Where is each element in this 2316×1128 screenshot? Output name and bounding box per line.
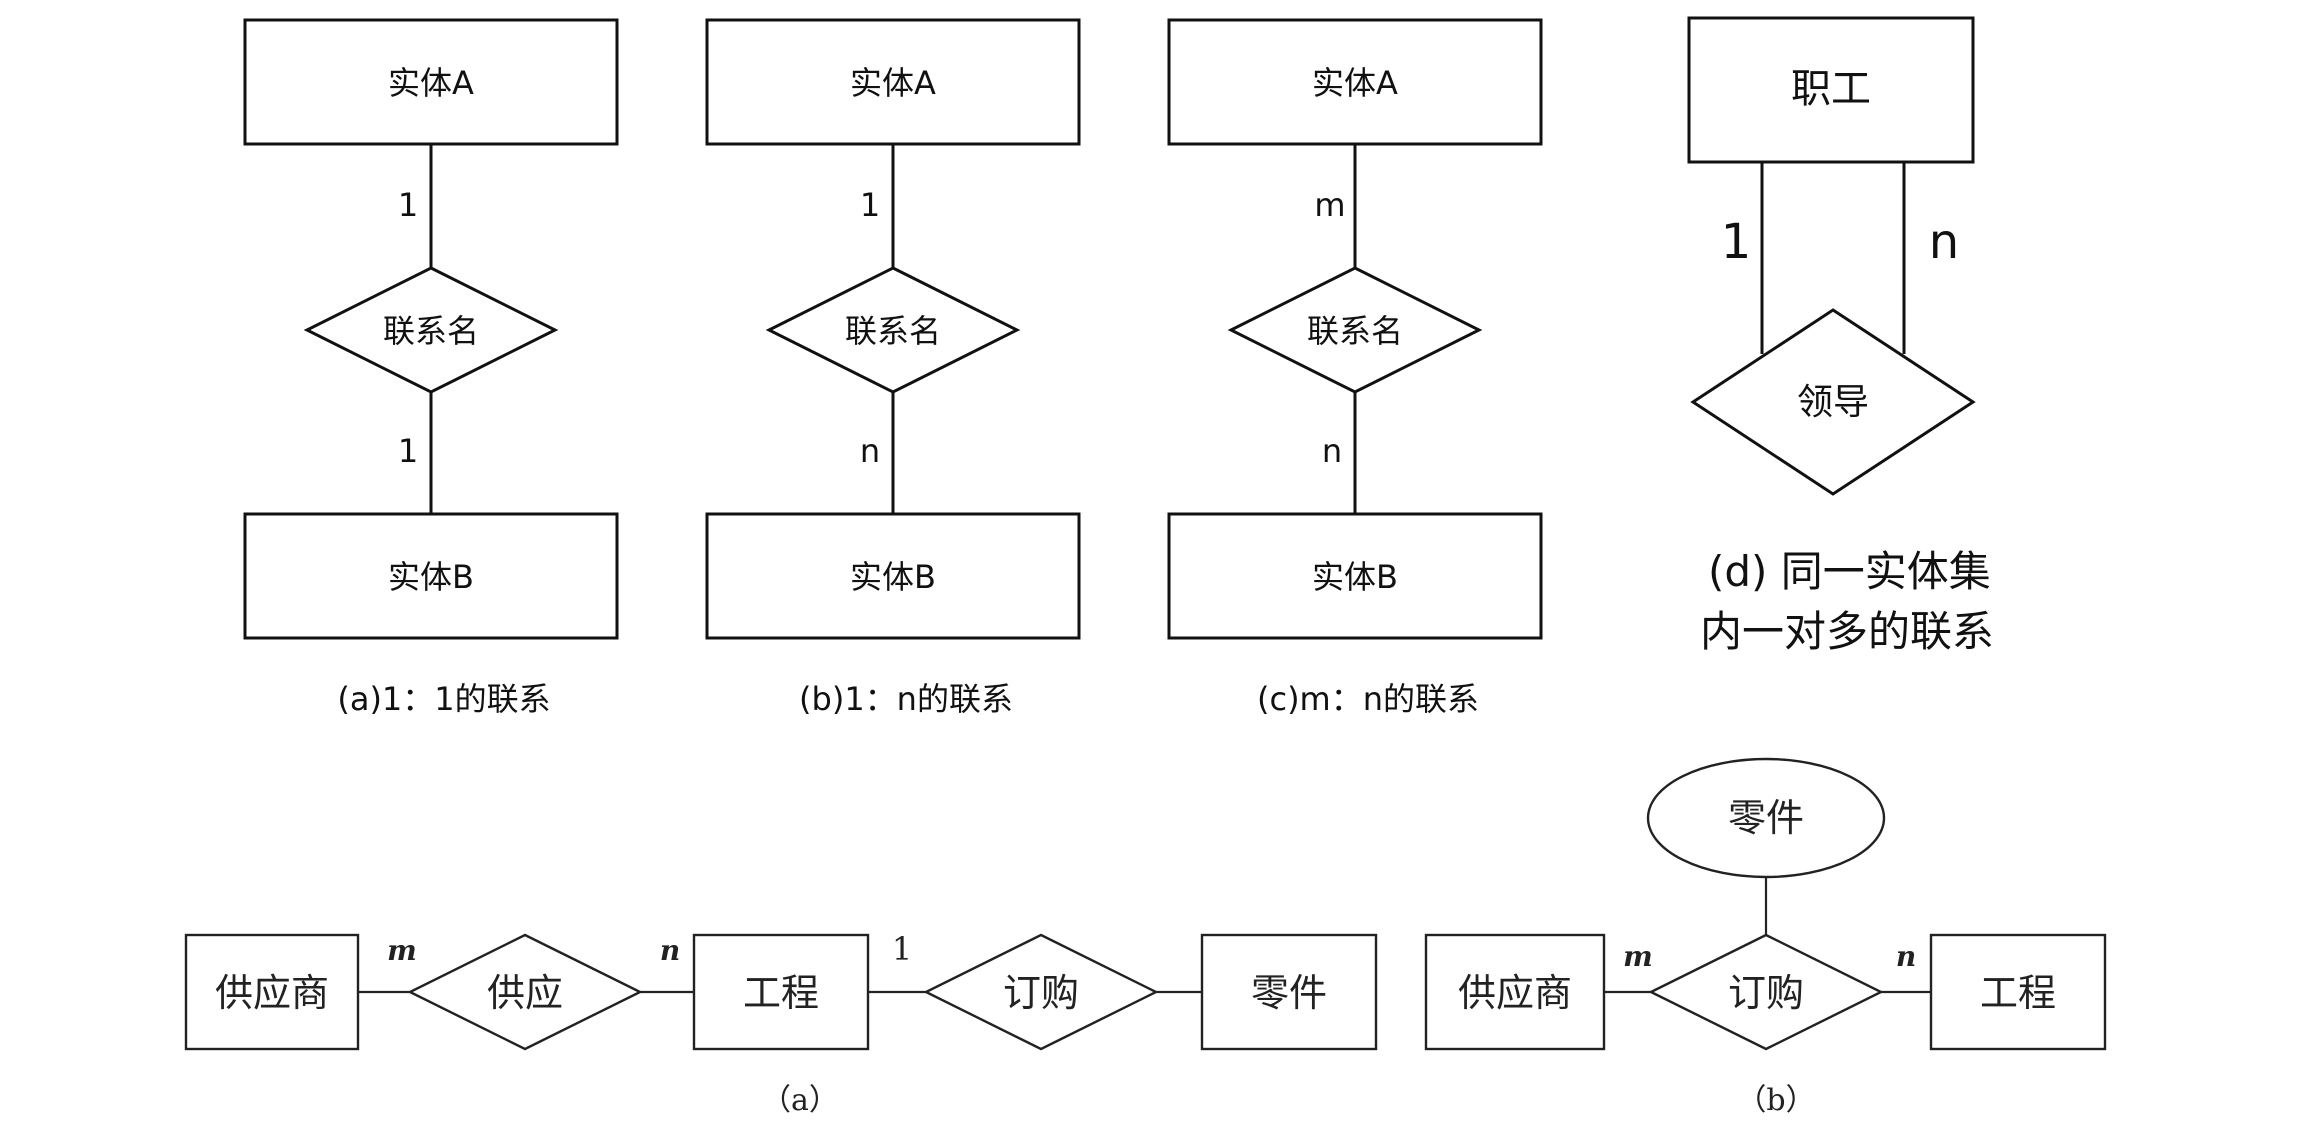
part-entity-box [1200, 933, 1378, 1051]
panel-caption: (b)1：n的联系 [799, 680, 1013, 718]
supply-relationship-label: 供应 [487, 971, 563, 1015]
entity-label: 职工 [1791, 66, 1871, 112]
entity-a-box [1167, 18, 1543, 146]
diagram-caption: （b） [1736, 1083, 1815, 1118]
panel-caption-line-1: (d) 同一实体集 [1708, 547, 1991, 596]
bottom-diagram-b: 零件 供应商 m 订购 n 工程 （b） [1424, 757, 2107, 1118]
bottom-diagram-a: 供应商 m 供应 n 工程 1 订购 零件 （a） [184, 930, 1378, 1118]
cardinality-left: 1 [1721, 214, 1752, 270]
panel-a-one-to-one: 实体A 1 联系名 1 实体B (a)1：1的联系 [243, 18, 619, 718]
cardinality-top: 1 [860, 186, 880, 224]
entity-a-label: 实体A [388, 64, 474, 102]
supplier-entity-box [1424, 933, 1606, 1051]
entity-b-box [243, 512, 619, 640]
cardinality-top: m [1314, 186, 1345, 224]
cardinality-bottom: n [860, 432, 880, 470]
entity-a-box [243, 18, 619, 146]
supplier-entity-label: 供应商 [1458, 971, 1572, 1015]
part-entity-label: 零件 [1728, 796, 1804, 840]
order-relationship-diamond [923, 933, 1159, 1051]
order-relationship-diamond [1648, 933, 1884, 1051]
cardinality-n: n [1896, 940, 1916, 973]
entity-b-box [705, 512, 1081, 640]
cardinality-m: m [1623, 940, 1653, 973]
entity-box [1687, 16, 1975, 164]
entity-b-box [1167, 512, 1543, 640]
entity-b-label: 实体B [1312, 558, 1398, 596]
cardinality-top: 1 [398, 186, 418, 224]
part-entity-ellipse [1646, 757, 1886, 879]
entity-a-label: 实体A [1312, 64, 1398, 102]
entity-a-label: 实体A [850, 64, 936, 102]
relationship-label: 领导 [1797, 382, 1869, 423]
relationship-diamond [1690, 308, 1976, 496]
panel-b-one-to-many: 实体A 1 联系名 n 实体B (b)1：n的联系 [705, 18, 1081, 718]
cardinality-n: n [660, 934, 680, 967]
entity-b-label: 实体B [388, 558, 474, 596]
supplier-entity-label: 供应商 [215, 971, 329, 1015]
relationship-label: 联系名 [383, 312, 479, 350]
project-entity-box [1929, 933, 2107, 1051]
cardinality-m: m [387, 934, 417, 967]
order-relationship-label: 订购 [1003, 971, 1079, 1015]
panel-d-recursive-relationship: 领导 职工 1 n (d) 同一实体集 内一对多的联系 [1687, 16, 1994, 656]
panel-caption: (c)m：n的联系 [1257, 680, 1479, 718]
cardinality-1: 1 [892, 930, 912, 968]
panel-c-many-to-many: 实体A m 联系名 n 实体B (c)m：n的联系 [1167, 18, 1543, 718]
relationship-label: 联系名 [845, 312, 941, 350]
project-entity-box [692, 933, 870, 1051]
supply-relationship-diamond [407, 933, 643, 1051]
panel-caption-line-2: 内一对多的联系 [1700, 607, 1994, 656]
cardinality-bottom: 1 [398, 432, 418, 470]
diagram-caption: （a） [761, 1083, 839, 1118]
supplier-entity-box [184, 933, 360, 1051]
relationship-label: 联系名 [1307, 312, 1403, 350]
project-entity-label: 工程 [743, 971, 819, 1015]
part-entity-label: 零件 [1251, 971, 1327, 1015]
entity-b-label: 实体B [850, 558, 936, 596]
panel-caption: (a)1：1的联系 [337, 680, 550, 718]
cardinality-right: n [1929, 214, 1959, 270]
order-relationship-label: 订购 [1728, 971, 1804, 1015]
cardinality-bottom: n [1322, 432, 1342, 470]
project-entity-label: 工程 [1980, 971, 2056, 1015]
